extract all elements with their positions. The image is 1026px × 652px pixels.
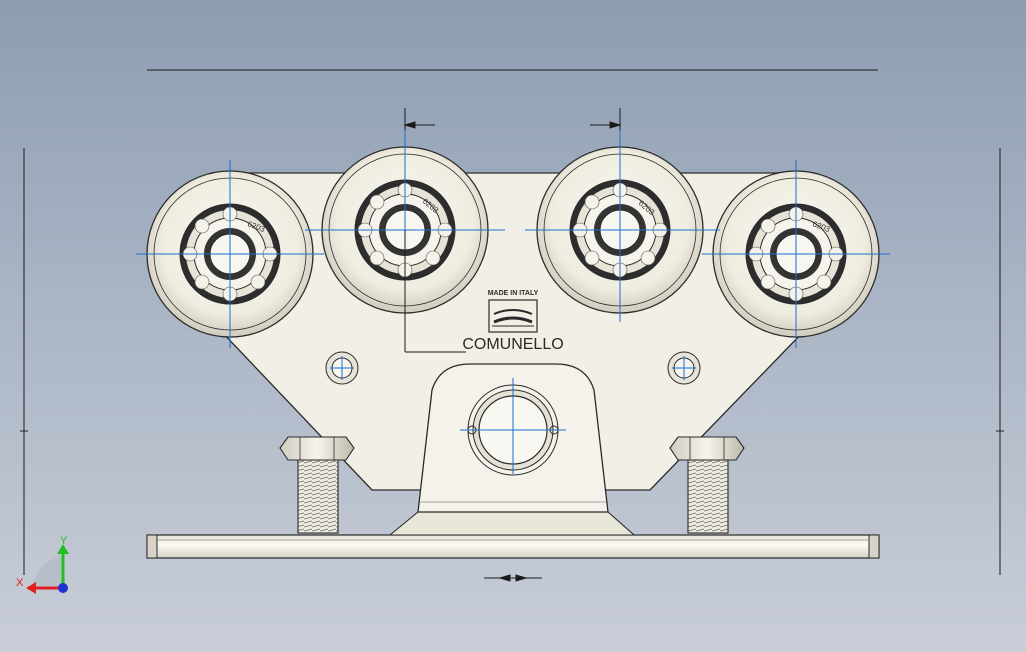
brand-mark-icon: [488, 299, 538, 333]
z-axis-dot: [58, 583, 68, 593]
adjustment-bolt-left: [279, 436, 355, 534]
dimension-lines: [20, 69, 1004, 582]
leader-line: [404, 230, 466, 353]
x-axis-label: X: [16, 577, 24, 589]
adjustment-bolt-right: [669, 436, 745, 534]
brand-name-text: COMUNELLO: [462, 336, 563, 353]
brand-logo: MADE IN ITALY COMUNELLO: [462, 290, 563, 353]
coordinate-triad: Y X: [16, 535, 69, 594]
centerlines: [136, 130, 890, 474]
made-in-italy-text: MADE IN ITALY: [488, 290, 539, 297]
base-rail: [146, 534, 880, 559]
y-axis-label: Y: [60, 535, 68, 547]
